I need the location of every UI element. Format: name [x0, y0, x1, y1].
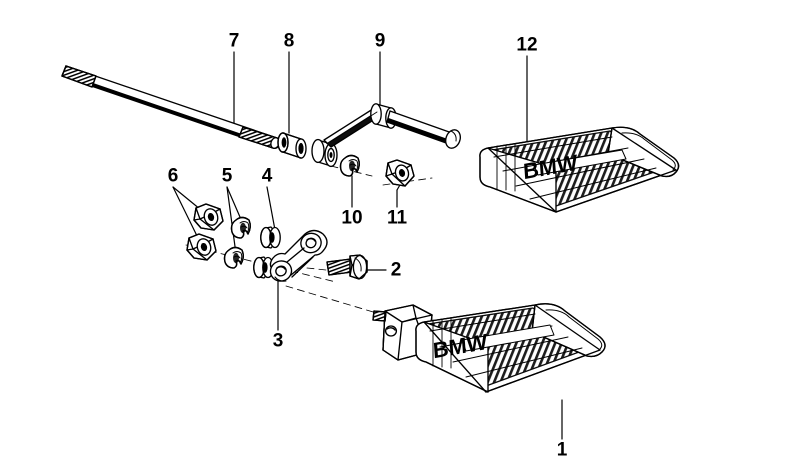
part-lock-washer-b [223, 246, 244, 269]
part-plain-washer-a [260, 226, 281, 249]
callout-label-7: 7 [228, 30, 240, 52]
part-footrest-rubber-lower: BMW [372, 303, 606, 393]
axis-bolt [306, 267, 346, 273]
callout-label-10: 10 [341, 207, 363, 229]
callout-label-9: 9 [374, 30, 386, 52]
callout-label-12: 12 [516, 34, 538, 56]
part-hex-nut-upper [385, 159, 415, 187]
part-hex-nut-b [186, 233, 217, 261]
axis-upper-10 [330, 165, 373, 177]
callout-label-8: 8 [283, 30, 295, 52]
leader-6b [172, 186, 201, 243]
callout-label-6: 6 [167, 165, 179, 187]
callout-label-11: 11 [386, 207, 408, 229]
part-bracket-link [269, 229, 328, 282]
leader-5b [226, 186, 237, 255]
callout-label-2: 2 [390, 259, 402, 281]
part-hex-head-bolt [326, 254, 368, 280]
part-threaded-rod [61, 65, 281, 149]
callout-label-5: 5 [221, 165, 233, 187]
part-lock-washer-a [230, 216, 251, 239]
part-footrest-rubber-upper: BMW [479, 126, 680, 213]
part-spacer-bushing [277, 132, 307, 159]
part-hex-nut-a [193, 203, 224, 231]
part-lock-washer-upper [339, 154, 360, 177]
part-bent-lever-arm [311, 103, 461, 168]
callout-label-1: 1 [556, 439, 568, 461]
callout-label-4: 4 [261, 165, 273, 187]
part-plain-washer-b [253, 256, 274, 279]
callout-label-3: 3 [272, 330, 284, 352]
leader-4 [266, 186, 276, 231]
